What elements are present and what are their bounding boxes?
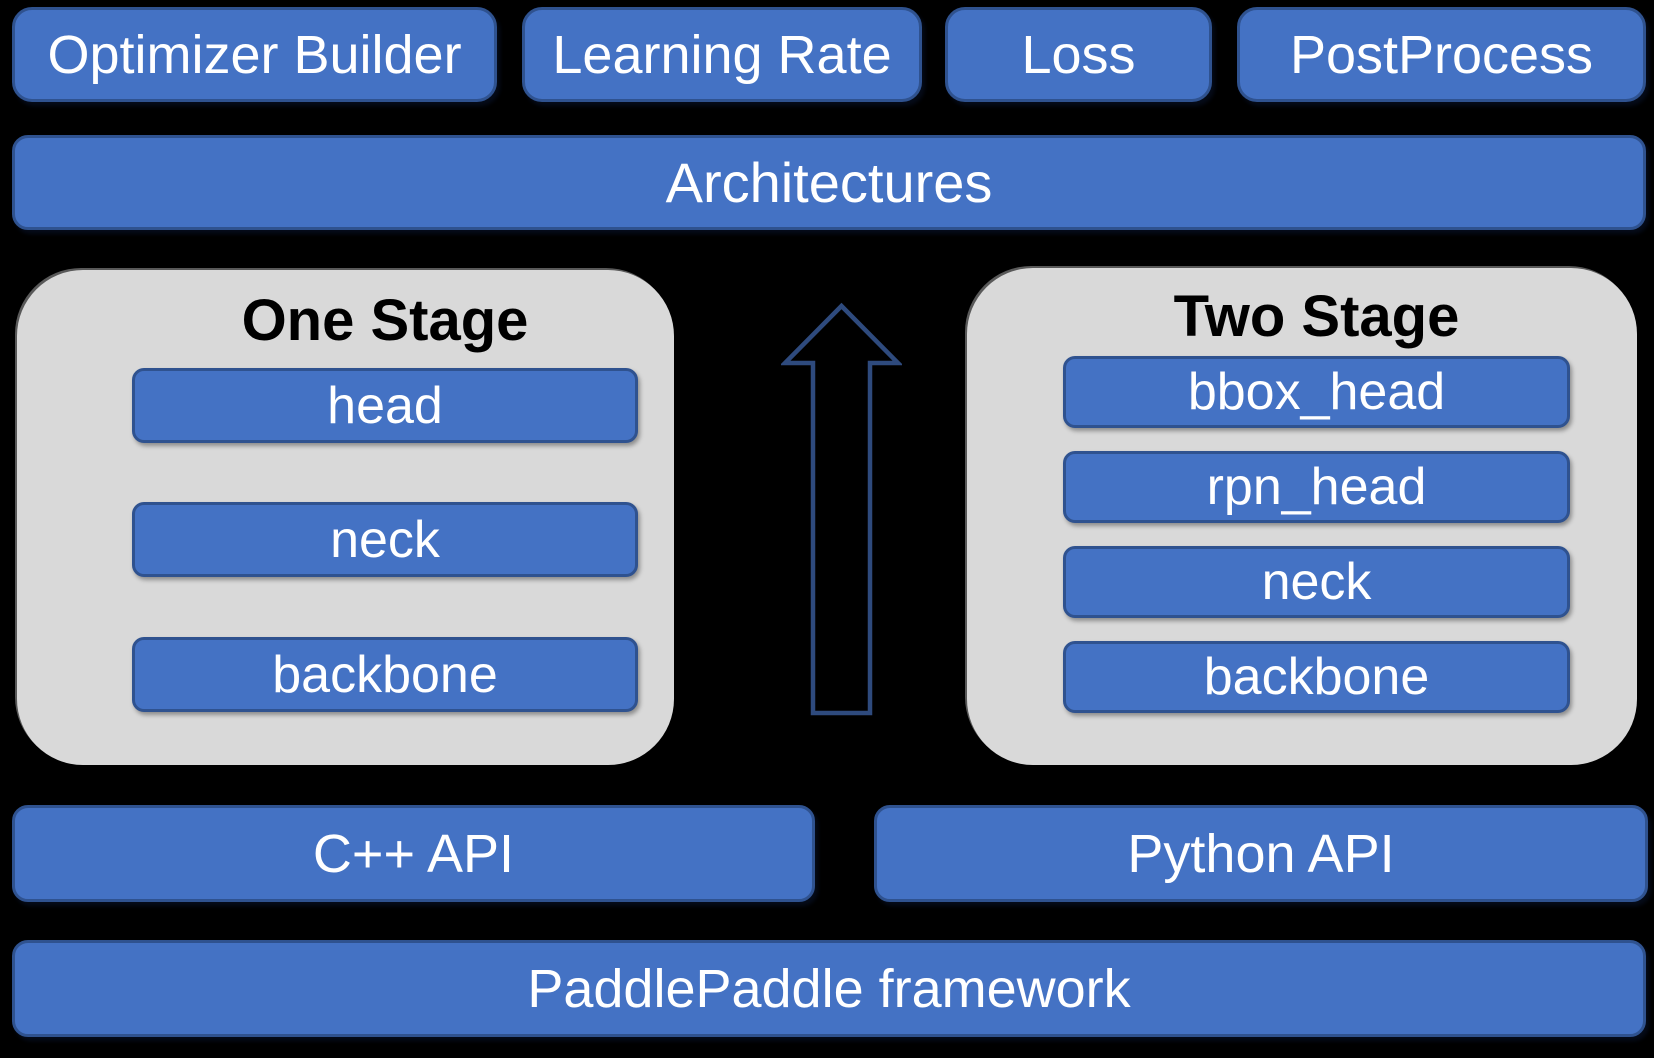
layer-bar-neck: neck — [132, 502, 638, 577]
layer-bar-backbone: backbone — [132, 637, 638, 712]
postprocess-box: PostProcess — [1237, 7, 1646, 102]
two-stage-title: Two Stage — [1173, 284, 1460, 349]
layer-bar-bbox-head: bbox_head — [1063, 356, 1570, 428]
learning-rate-box: Learning Rate — [522, 7, 922, 102]
layer-bar-neck-2: neck — [1063, 546, 1570, 618]
python-api-bar: Python API — [874, 805, 1648, 902]
paddlepaddle-framework-bar: PaddlePaddle framework — [12, 940, 1646, 1037]
up-arrow-icon — [781, 302, 902, 716]
two-stage-panel: Two Stage bbox_head rpn_head neck backbo… — [967, 268, 1637, 765]
layer-bar-rpn-head: rpn_head — [1063, 451, 1570, 523]
optimizer-builder-box: Optimizer Builder — [12, 7, 497, 102]
layer-bar-head: head — [132, 368, 638, 443]
one-stage-panel: One Stage head neck backbone — [17, 270, 674, 765]
cpp-api-bar: C++ API — [12, 805, 815, 902]
architectures-bar: Architectures — [12, 135, 1646, 230]
loss-box: Loss — [945, 7, 1212, 102]
one-stage-title: One Stage — [241, 288, 529, 353]
layer-bar-backbone-2: backbone — [1063, 641, 1570, 713]
